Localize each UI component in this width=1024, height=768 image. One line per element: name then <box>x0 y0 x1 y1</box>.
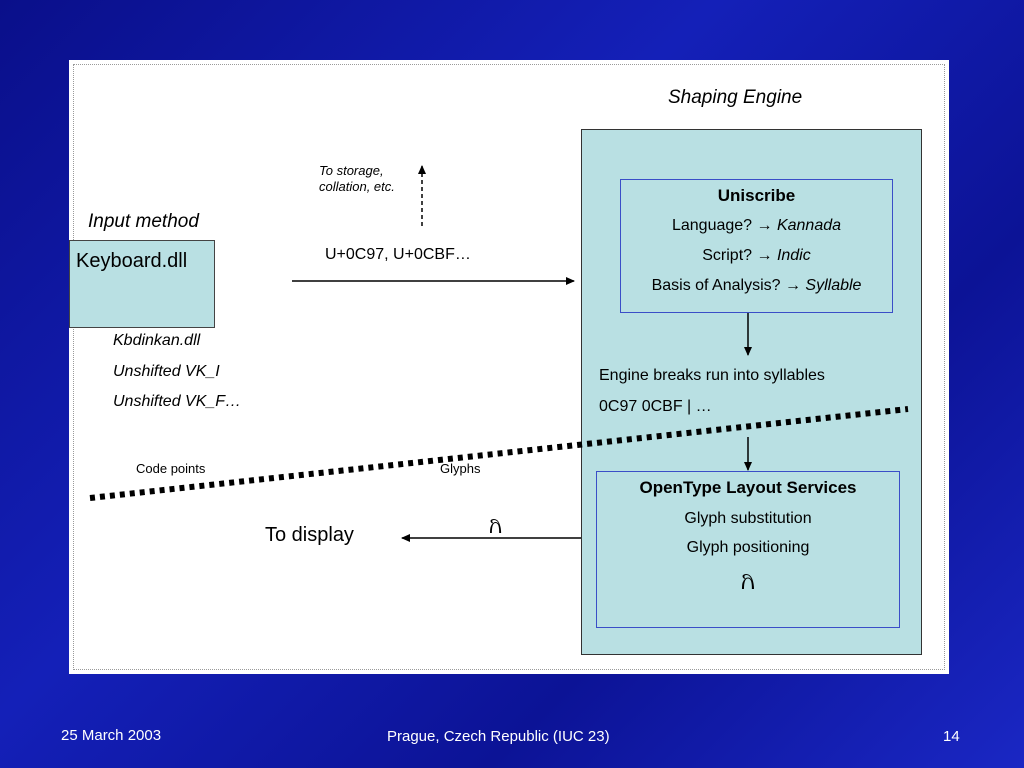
uniscribe-script: Script? → Indic <box>621 247 892 265</box>
script-label: Script? → <box>702 247 777 264</box>
to-display-label: To display <box>265 524 354 546</box>
shaping-engine-title: Shaping Engine <box>668 87 803 108</box>
footer-venue: Prague, Czech Republic (IUC 23) <box>387 728 610 745</box>
keyboard-box: Keyboard.dll <box>69 240 215 328</box>
codepoint-glyph-divider <box>89 406 909 501</box>
keyboard-note-3: Unshifted VK_F… <box>113 393 242 410</box>
language-value: Kannada <box>776 217 842 234</box>
input-method-title: Input method <box>88 211 199 232</box>
basis-label: Basis of Analysis? → <box>651 277 806 294</box>
diagram-panel: Shaping Engine Uniscribe Language? → Kan… <box>69 60 949 674</box>
glyphs-label: Glyphs <box>440 461 481 476</box>
engine-breaks-text: Engine breaks run into syllables <box>599 367 825 384</box>
language-label: Language? → <box>671 217 777 234</box>
otls-title: OpenType Layout Services <box>639 478 857 497</box>
footer-page-number: 14 <box>943 728 960 745</box>
to-storage-label: To storage, collation, etc. <box>319 163 395 194</box>
engine-breaks-value: 0C97 0CBF | … <box>599 398 712 415</box>
otls-line1: Glyph substitution <box>684 510 812 527</box>
otls-box: OpenType Layout Services Glyph substitut… <box>596 471 900 628</box>
otls-line2: Glyph positioning <box>686 539 810 556</box>
otls-glyph: ಗಿ <box>740 565 756 595</box>
keyboard-note-2: Unshifted VK_I <box>113 363 220 380</box>
basis-value: Syllable <box>805 277 862 294</box>
code-points-label: Code points <box>136 461 206 476</box>
code-points-value: U+0C97, U+0CBF… <box>325 246 471 263</box>
keyboard-box-label: Keyboard.dll <box>76 250 188 272</box>
footer-date: 25 March 2003 <box>61 727 162 744</box>
display-glyph: ಗಿ <box>489 512 503 539</box>
uniscribe-title: Uniscribe <box>717 186 796 205</box>
script-value: Indic <box>776 247 811 264</box>
panel-border <box>73 64 945 670</box>
uniscribe-box: Uniscribe Language? → Kannada Script? → … <box>620 179 893 313</box>
uniscribe-language: Language? → Kannada <box>621 217 892 235</box>
connectors <box>89 165 909 542</box>
keyboard-note-1: Kbdinkan.dll <box>113 332 201 349</box>
uniscribe-basis: Basis of Analysis? → Syllable <box>621 277 892 295</box>
